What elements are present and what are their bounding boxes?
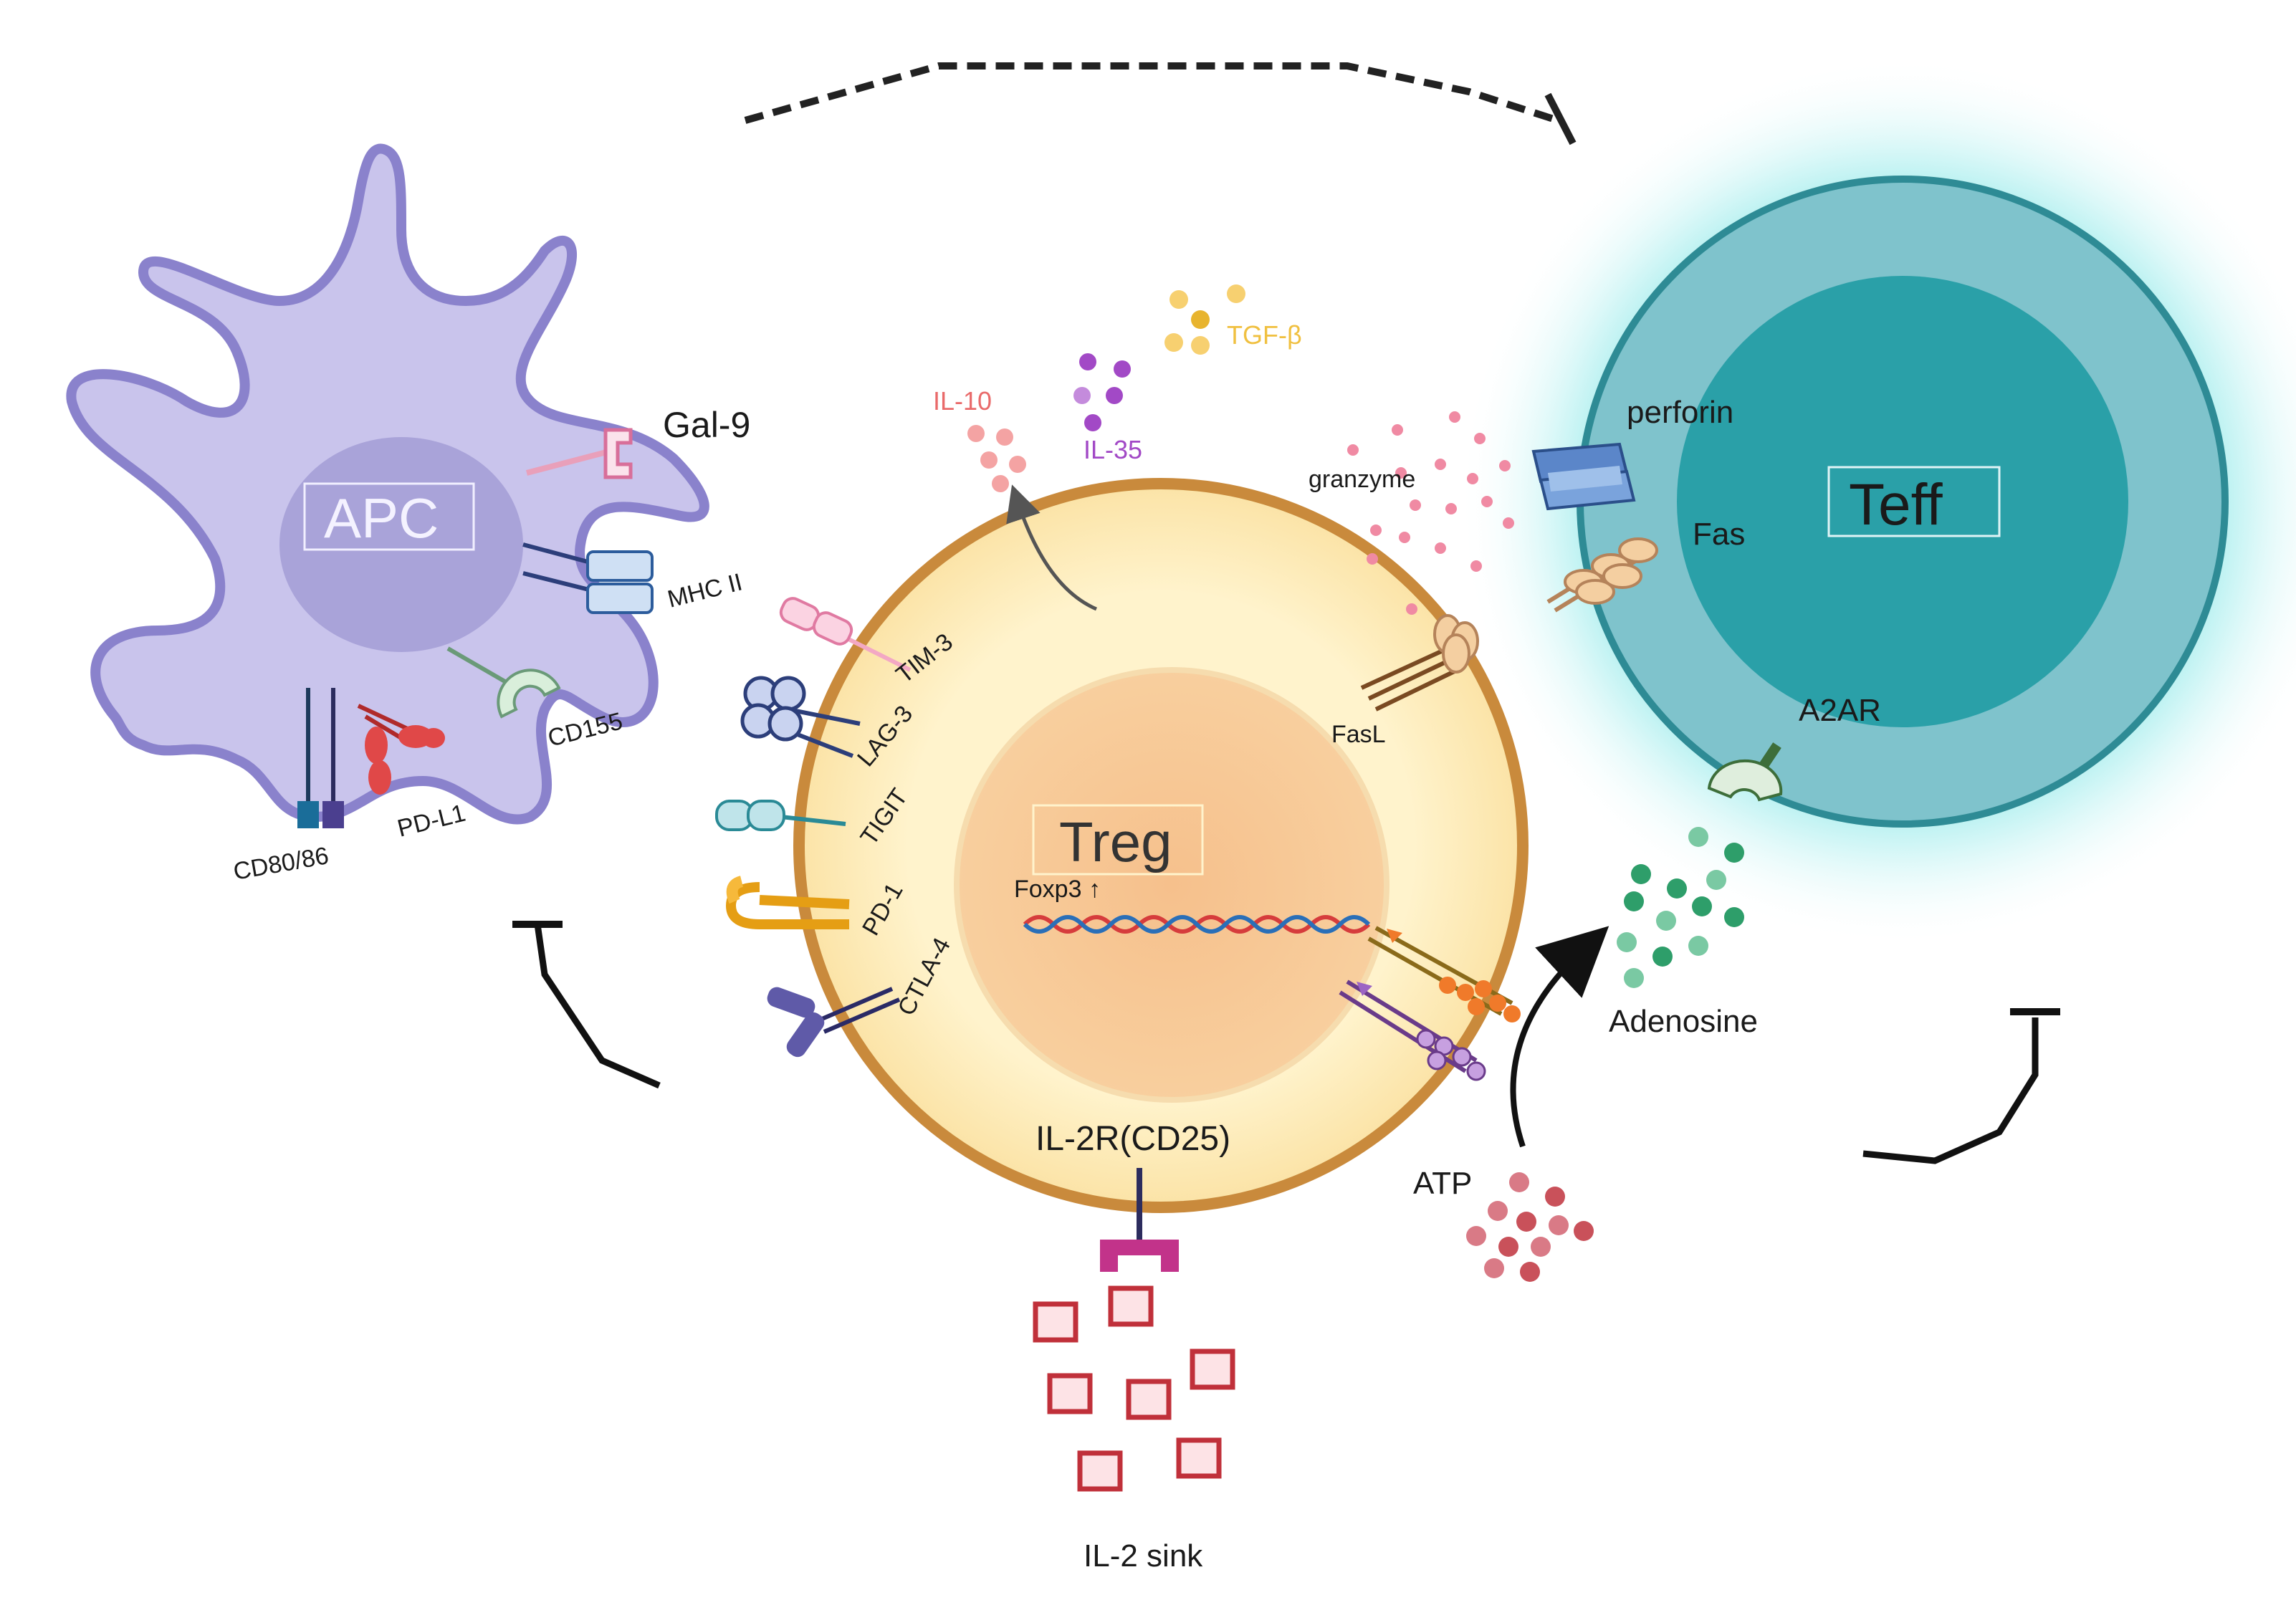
il10-molecules	[967, 425, 1026, 492]
cd8086-molecule	[297, 688, 344, 828]
foxp3-label: Foxp3 ↑	[1014, 876, 1101, 903]
treg-cell: Treg	[793, 478, 1529, 1213]
perforin-channel	[1531, 442, 1636, 511]
il2r-label: IL-2R(CD25)	[1035, 1120, 1230, 1158]
il35-molecules	[1073, 353, 1131, 431]
ectoenzyme-purple	[1339, 979, 1486, 1081]
il2r-receptor	[1100, 1168, 1179, 1272]
mhc2-molecule	[522, 542, 654, 614]
ectoenzyme-orange	[1367, 926, 1521, 1022]
gal9-molecule	[525, 428, 633, 479]
a2ar-label: A2AR	[1799, 693, 1881, 728]
cd8086-label: CD80/86	[231, 842, 331, 886]
apc-label: APC	[324, 487, 439, 550]
granzyme-molecules	[1347, 411, 1514, 615]
foxp3-dna-icon	[1023, 915, 1371, 934]
a2ar-receptor	[1707, 742, 1783, 802]
ctla4-receptor	[767, 987, 901, 1058]
inhibition-arc-top	[744, 62, 1577, 145]
granzyme-label: granzyme	[1309, 466, 1415, 493]
teff-cell: Teff	[1458, 57, 2296, 946]
cd155-label: CD155	[545, 707, 626, 752]
il35-label: IL-35	[1084, 435, 1142, 464]
fasl-label: FasL	[1331, 721, 1386, 748]
pd1-receptor	[725, 876, 850, 929]
lag3-receptor	[740, 676, 861, 758]
inhibition-arc-apc	[512, 921, 661, 1089]
il10-label: IL-10	[933, 386, 992, 416]
mhc2-label: MHC II	[665, 568, 745, 613]
pdl1-molecule	[357, 704, 445, 795]
tgfb-molecules	[1164, 284, 1245, 355]
adenosine-label: Adenosine	[1609, 1004, 1758, 1039]
gal9-label: Gal-9	[663, 405, 750, 445]
atp-molecules	[1466, 1172, 1594, 1282]
tigit-receptor	[715, 800, 846, 831]
adenosine-molecules	[1617, 827, 1744, 988]
inhibition-arc-teff	[1862, 1008, 2060, 1164]
atp-to-adenosine-arrow	[1510, 926, 1609, 1148]
tgfb-label: TGF-β	[1227, 320, 1302, 350]
cd155-molecule	[446, 646, 561, 719]
tim3-receptor	[779, 597, 912, 672]
fas-label: Fas	[1693, 517, 1745, 552]
fasl-receptor	[1360, 614, 1479, 712]
secretion-arrow	[1006, 484, 1097, 611]
atp-label: ATP	[1413, 1166, 1472, 1201]
treg-label: Treg	[1059, 810, 1172, 873]
il2-molecules	[1033, 1285, 1235, 1492]
perforin-label: perforin	[1627, 395, 1733, 430]
apc-cell: APC	[66, 143, 709, 825]
fas-receptor	[1546, 537, 1658, 613]
teff-label: Teff	[1849, 472, 1943, 537]
il2-sink-label: IL-2 sink	[1084, 1538, 1203, 1573]
pdl1-label: PD-L1	[395, 800, 469, 843]
